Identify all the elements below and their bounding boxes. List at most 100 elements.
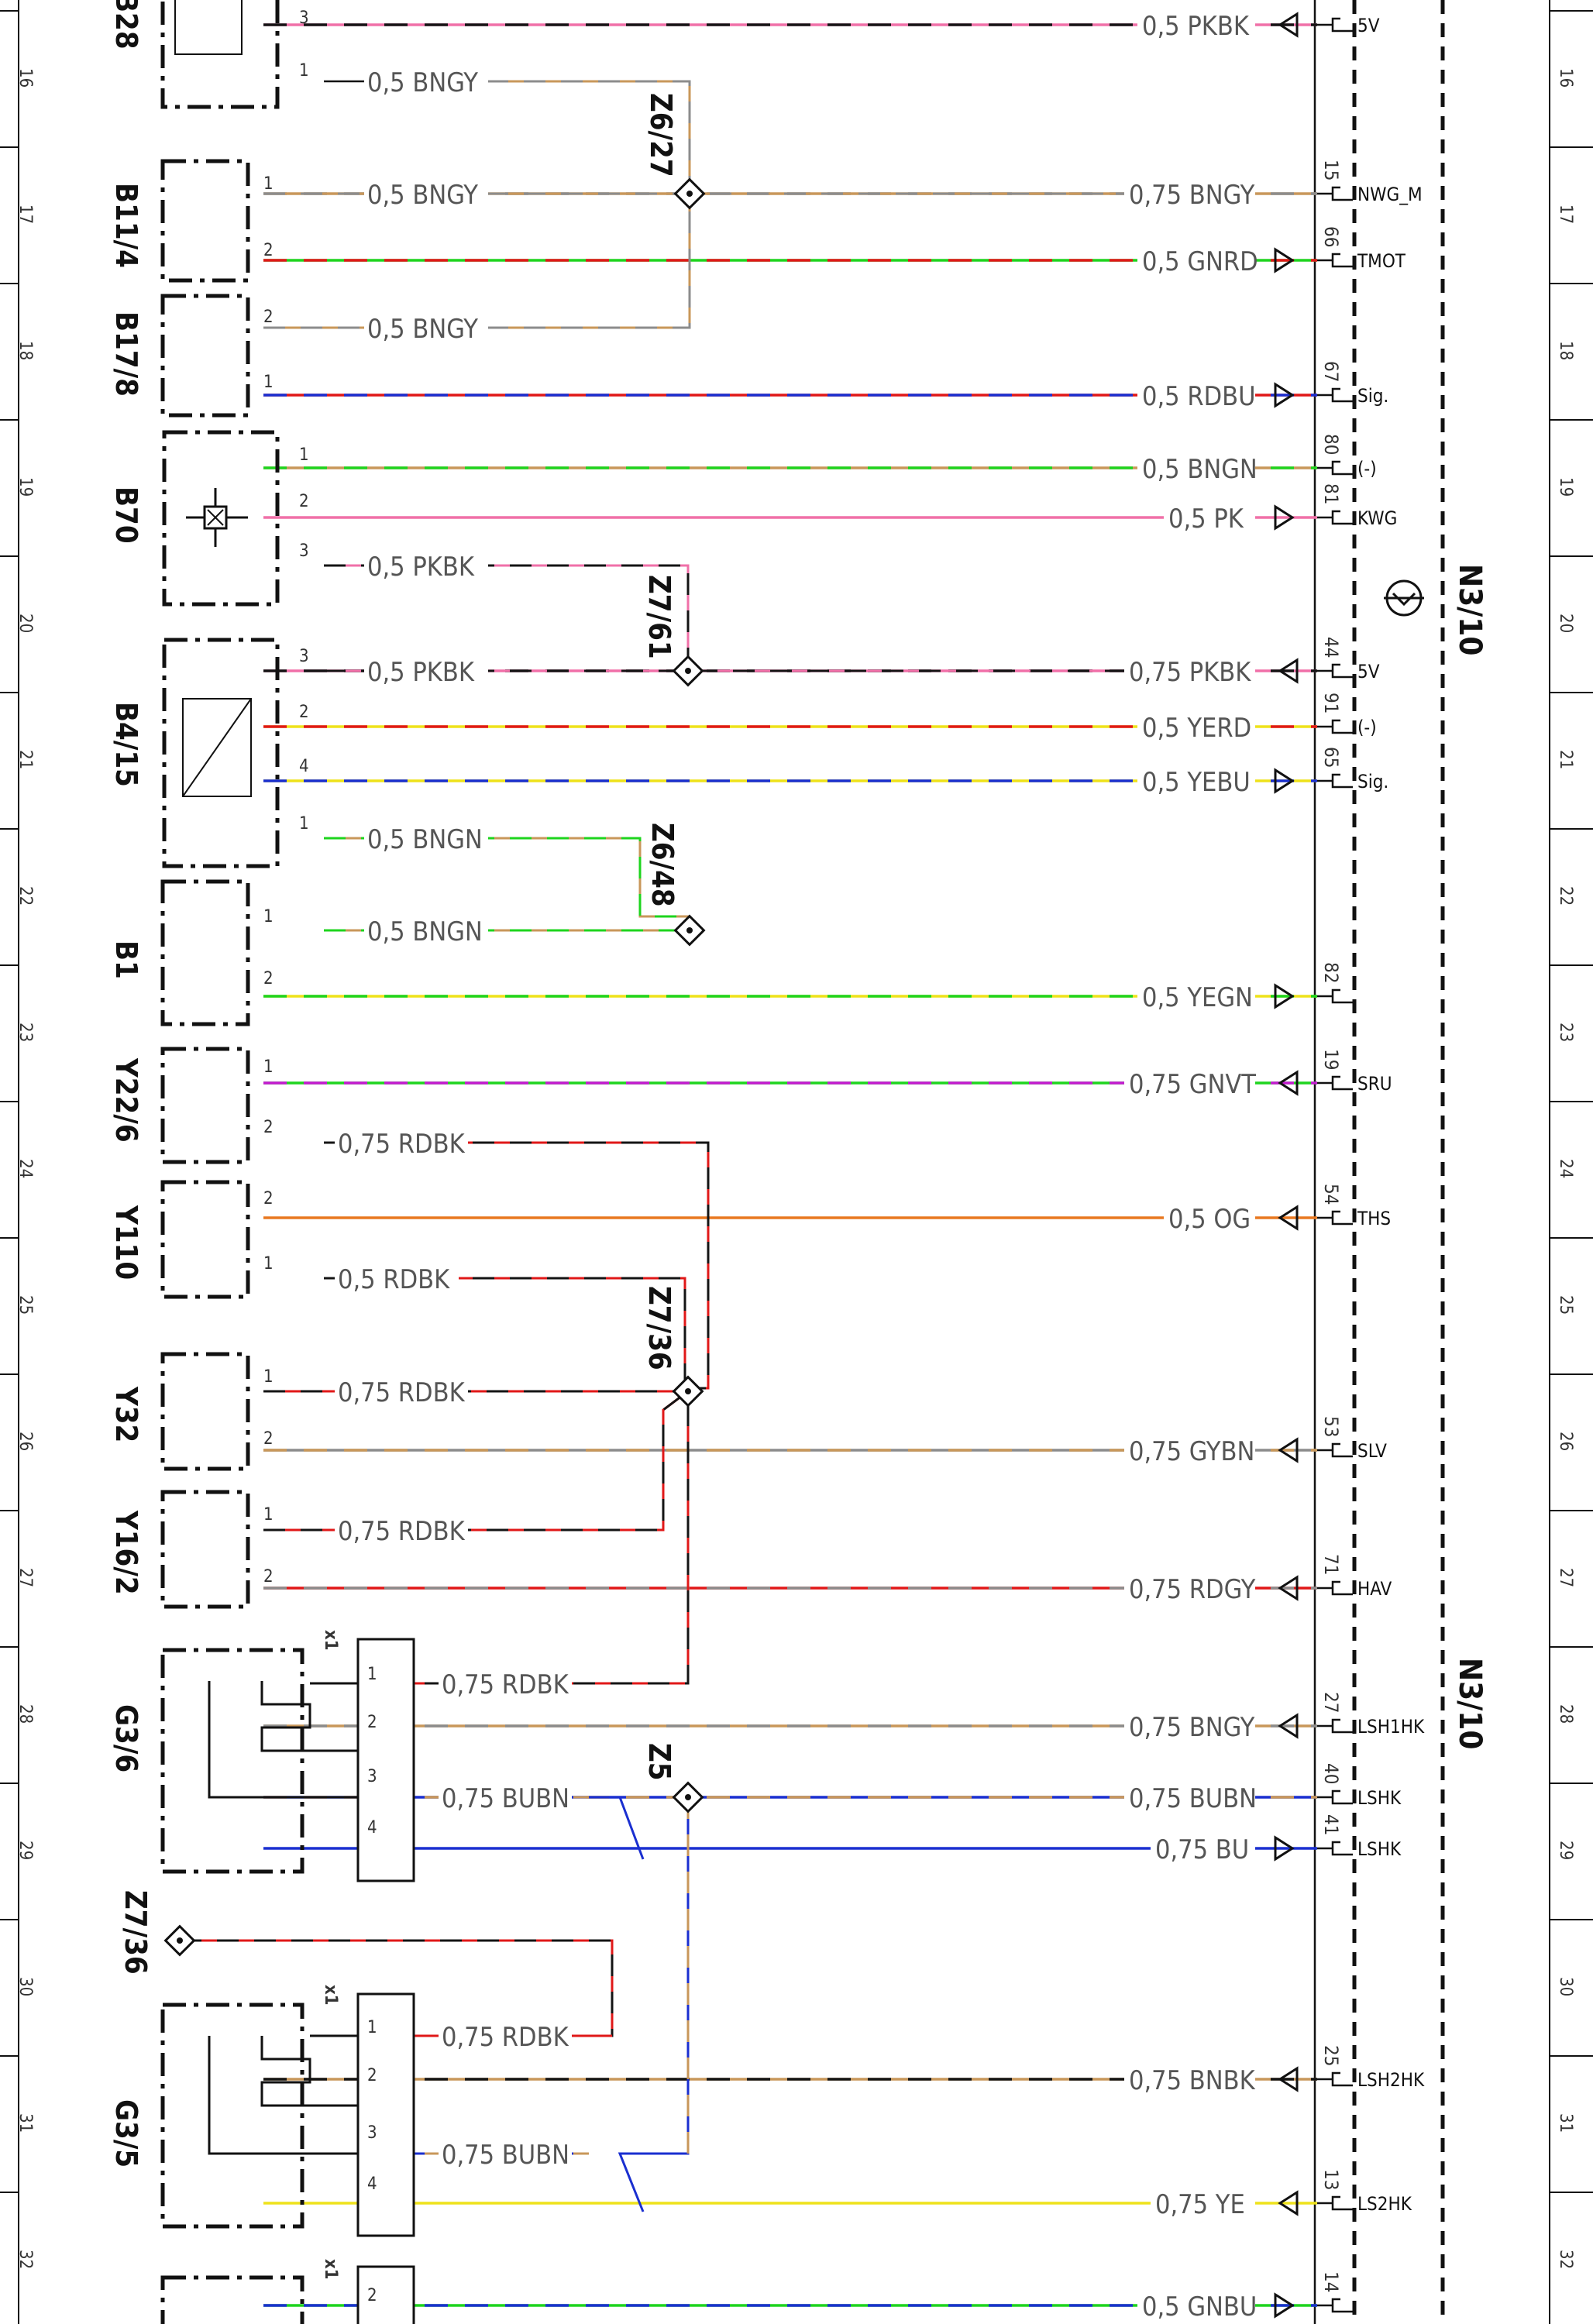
wire-label: 0,5 BNGY — [367, 67, 478, 98]
wire-label-bg — [1124, 177, 1255, 209]
ecu-label-2: N3/10 — [1452, 1658, 1488, 1749]
row-tick-marks — [0, 10, 1593, 2193]
wire-label: 0,75 BU — [1155, 1834, 1249, 1865]
pin-label: 1 — [263, 1057, 274, 1077]
ecu-pin-stub — [1317, 1841, 1353, 1856]
signal-direction-arrow — [1278, 2190, 1299, 2216]
ecu-pin-stub — [1317, 387, 1353, 403]
pin-label: 4 — [367, 1818, 377, 1838]
wire-label-bg — [1151, 2186, 1255, 2219]
left-wiring — [180, 80, 1116, 2212]
row-number: 25 — [15, 1295, 35, 1315]
signal-direction-arrow — [1278, 1070, 1299, 1096]
ecu-pin-number: 81 — [1320, 483, 1342, 504]
ecu-pin-number: 91 — [1320, 693, 1342, 713]
signal-direction-arrow — [1278, 658, 1299, 684]
ecu-pin-stub — [1317, 2298, 1353, 2313]
ecu-signal-name: Sig. — [1357, 771, 1388, 792]
component-box-b28 — [160, 0, 280, 109]
ecu-pin-number: 82 — [1320, 962, 1342, 983]
wire-label: 0,75 BNBK — [1129, 2065, 1256, 2096]
splice-nodes — [163, 177, 706, 1957]
component-box-g3-5 — [160, 2003, 304, 2229]
ecu-pin-number: 67 — [1320, 361, 1342, 382]
wire-label: 0,75 PKBK — [1129, 657, 1251, 688]
splice-z6-27 — [673, 177, 706, 210]
row-number: 27 — [1556, 1568, 1575, 1587]
wire-label: 0,75 GNVT — [1129, 1069, 1256, 1100]
ecu-pin-stub — [1317, 2195, 1353, 2211]
wire-label-bg — [1124, 1709, 1255, 1741]
row-number: 16 — [15, 68, 35, 88]
wire-label: 0,75 BUBN — [442, 2140, 569, 2171]
connector-label-g3-6: x1 — [321, 1630, 340, 1651]
wire-label-bg — [1137, 451, 1255, 483]
row-number: 17 — [1556, 205, 1575, 224]
ecu-signal-name: LSH1HK — [1357, 1716, 1425, 1738]
pin-label: 2 — [263, 1429, 274, 1449]
component-box-y32 — [160, 1352, 250, 1471]
pin-label: 1 — [299, 445, 309, 465]
splice-label-z6-27: Z6/27 — [644, 93, 678, 177]
component-label-b70: B70 — [109, 486, 143, 544]
ecu-pin-number: 71 — [1320, 1554, 1342, 1575]
component-label-b4-15: B4/15 — [109, 702, 143, 787]
ecu-signal-name: SLV — [1357, 1440, 1387, 1462]
pin-label: 1 — [263, 1367, 274, 1387]
ecu-pin-number: 80 — [1320, 434, 1342, 455]
wire-label: 0,5 BNGY — [367, 314, 478, 345]
wire-label: 0,5 YERD — [1142, 713, 1251, 744]
ecu-pin-stub — [1317, 773, 1353, 789]
signal-direction-arrow — [1274, 504, 1295, 531]
pin-label: 1 — [263, 1505, 274, 1525]
signal-direction-arrow — [1278, 1437, 1299, 1463]
row-number: 29 — [15, 1841, 35, 1860]
signal-direction-arrow — [1274, 768, 1295, 794]
ecu-n3-10: N3/10 N3/10 — [1313, 0, 1488, 2324]
pin-label: 1 — [299, 61, 309, 81]
wire-label: 0,5 PKBK — [1142, 11, 1250, 42]
wire-label: 0,5 BNGN — [367, 824, 483, 855]
wire-label-bg — [1137, 764, 1255, 796]
ecu-pin-number: 66 — [1320, 226, 1342, 247]
splice-label-z7-36: Z7/36 — [642, 1286, 676, 1370]
component-box-b1 — [160, 879, 250, 1026]
pin-label: 2 — [263, 308, 274, 327]
wire-label: 0,5 PK — [1168, 504, 1244, 535]
splice-label-z6-48: Z6/48 — [645, 823, 680, 907]
pin-label: 2 — [263, 969, 274, 988]
wire-label: 0,75 YE — [1155, 2189, 1245, 2220]
pin-label: 3 — [367, 2123, 377, 2143]
row-number: 31 — [1556, 2113, 1575, 2133]
wire-label: 0,75 BNGY — [1129, 180, 1255, 211]
row-number: 28 — [15, 1704, 35, 1724]
wire-label: 0,75 RDBK — [442, 1669, 569, 1700]
ecu-signal-name: LS2HK — [1357, 2193, 1412, 2215]
ecu-signal-name: KWG — [1357, 507, 1397, 529]
connector-label-bottom: x1 — [321, 2259, 340, 2280]
component-box-y16-2 — [160, 1490, 250, 1609]
pin-label: 1 — [263, 907, 274, 927]
ecu-pin-number: 25 — [1320, 2045, 1342, 2066]
component-label-g3-6: G3/6 — [109, 1704, 143, 1772]
wire-label: 0,75 GYBN — [1129, 1436, 1254, 1467]
left-pin-labels: 3 1 1 2 2 1 1 2 3 3 2 4 1 1 2 1 2 2 1 1 … — [263, 9, 377, 2305]
wire-label: 0,5 RDBU — [1142, 381, 1256, 412]
pin-label: 1 — [263, 1254, 274, 1274]
diagram-frame — [18, 0, 1550, 2324]
wire-label-bg — [1137, 2288, 1255, 2321]
row-number: 24 — [15, 1159, 35, 1178]
splice-label-z5: Z5 — [642, 1743, 676, 1781]
row-number: 27 — [15, 1568, 35, 1587]
ecu-pin-number: 13 — [1320, 2169, 1342, 2190]
wire-label: 0,75 BUBN — [1129, 1783, 1257, 1814]
signal-direction-arrow — [1274, 247, 1295, 273]
signal-direction-arrow — [1274, 2292, 1295, 2319]
